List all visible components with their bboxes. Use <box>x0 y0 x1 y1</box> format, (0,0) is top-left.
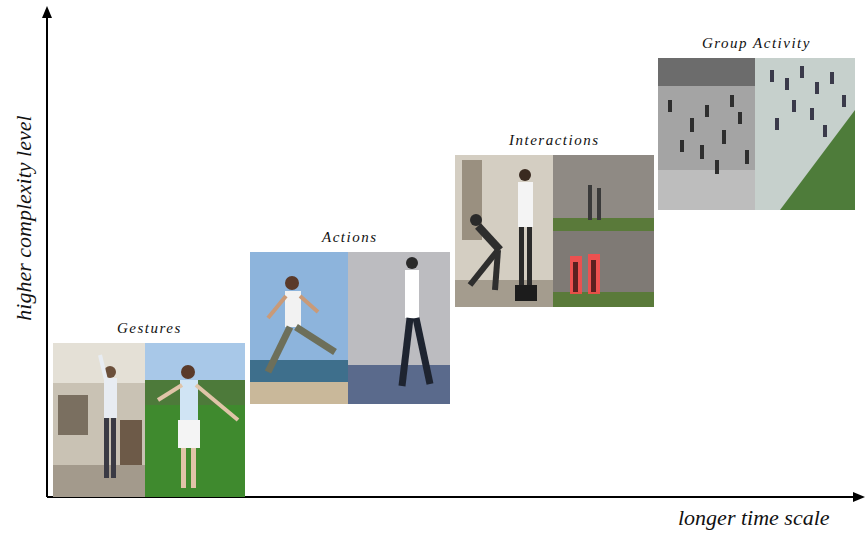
activity-panel: Group Activity <box>658 58 855 210</box>
x-axis-label: longer time scale <box>678 507 830 529</box>
interaction-photos <box>455 155 654 307</box>
level-heading: Interactions <box>509 133 600 148</box>
axes <box>42 6 865 502</box>
level-heading: Gestures <box>117 321 182 336</box>
y-axis-label: higher complexity level <box>13 115 35 320</box>
activity-panel: Gestures <box>53 343 245 497</box>
activity-panel: Actions <box>250 252 450 404</box>
level-heading: Group Activity <box>702 36 811 51</box>
action-photos <box>250 252 450 404</box>
group-activity-photos <box>658 58 855 210</box>
level-heading: Actions <box>322 230 378 245</box>
gesture-photos <box>53 343 245 497</box>
activity-panel: Interactions <box>455 155 654 307</box>
